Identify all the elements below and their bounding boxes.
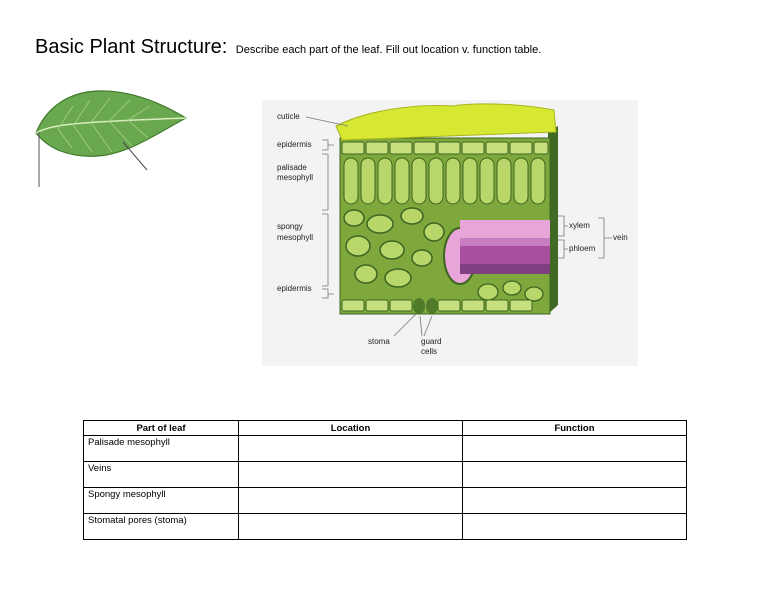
location-function-table: Part of leaf Location Function Palisade … bbox=[83, 420, 687, 540]
cell-function[interactable] bbox=[462, 487, 687, 514]
label-palisade-line-1: palisade bbox=[277, 163, 307, 172]
cell-part-name: Spongy mesophyll bbox=[83, 487, 239, 514]
cell-function[interactable] bbox=[462, 461, 687, 488]
cell-location[interactable] bbox=[238, 487, 463, 514]
page-title: Basic Plant Structure: bbox=[35, 36, 228, 58]
label-epidermis-lower: epidermis bbox=[277, 284, 312, 293]
cell-location[interactable] bbox=[238, 513, 463, 540]
label-phloem: phloem bbox=[569, 244, 596, 253]
label-palisade-line-2: mesophyll bbox=[277, 173, 314, 182]
label-epidermis-upper: epidermis bbox=[277, 140, 312, 149]
label-stoma: stoma bbox=[368, 337, 390, 346]
label-spongy-line-2: mesophyll bbox=[277, 233, 314, 242]
column-header-part: Part of leaf bbox=[83, 420, 239, 436]
label-guard-line-1: guard bbox=[421, 337, 442, 346]
label-xylem: xylem bbox=[569, 221, 590, 230]
cell-function[interactable] bbox=[462, 435, 687, 462]
cell-part-name: Palisade mesophyll bbox=[83, 435, 239, 462]
table-row: Veins bbox=[83, 461, 687, 488]
table-row: Palisade mesophyll bbox=[83, 435, 687, 462]
page-header: Basic Plant Structure: Describe each par… bbox=[35, 36, 541, 59]
label-cuticle: cuticle bbox=[277, 112, 300, 121]
cell-location[interactable] bbox=[238, 461, 463, 488]
table-header-row: Part of leaf Location Function bbox=[83, 420, 687, 436]
table-row: Stomatal pores (stoma) bbox=[83, 513, 687, 540]
label-guard-line-2: cells bbox=[421, 347, 438, 356]
column-header-function: Function bbox=[462, 420, 687, 436]
table-row: Spongy mesophyll bbox=[83, 487, 687, 514]
instructions-text: Describe each part of the leaf. Fill out… bbox=[235, 44, 542, 56]
label-spongy-line-1: spongy bbox=[277, 222, 303, 231]
cell-location[interactable] bbox=[238, 435, 463, 462]
label-vein: vein bbox=[613, 233, 628, 242]
leaf-cross-section-diagram: cuticle epidermis palisade mesophyll spo… bbox=[262, 100, 638, 366]
cell-function[interactable] bbox=[462, 513, 687, 540]
leaf-image bbox=[35, 90, 188, 187]
cell-part-name: Veins bbox=[83, 461, 239, 488]
cell-part-name: Stomatal pores (stoma) bbox=[83, 513, 239, 540]
column-header-location: Location bbox=[238, 420, 463, 436]
